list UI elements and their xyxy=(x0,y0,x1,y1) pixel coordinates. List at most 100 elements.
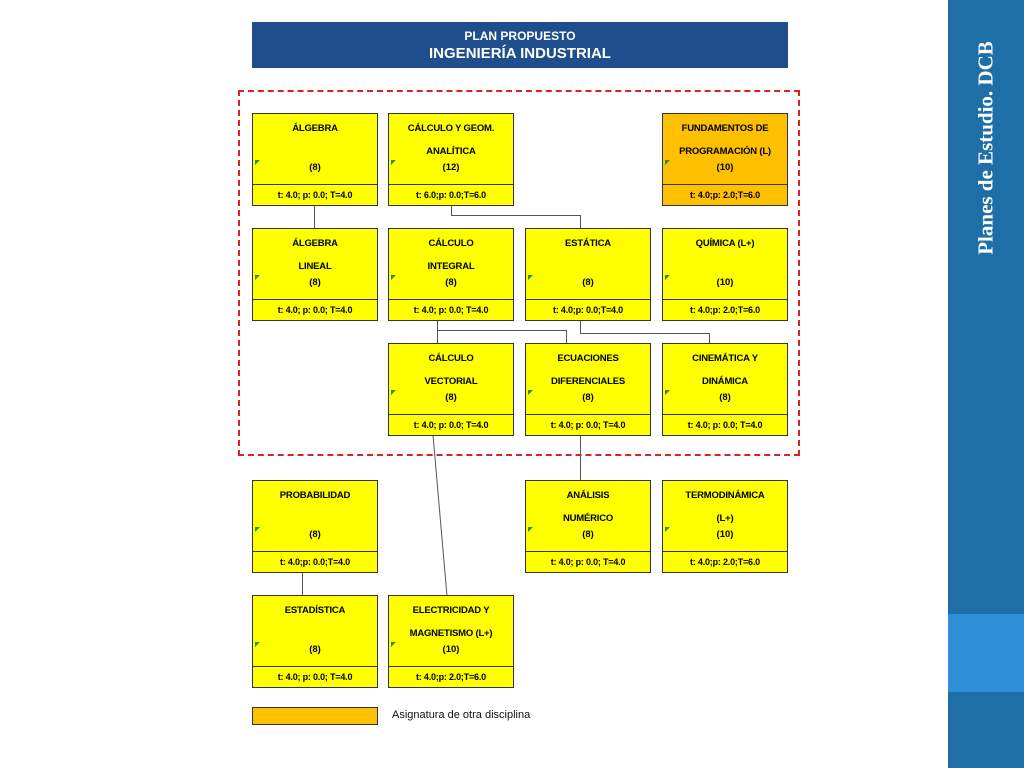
course-name: CÁLCULO xyxy=(428,238,474,249)
course-name: PROBABILIDAD xyxy=(279,490,351,501)
course-hours: t: 4.0; p: 0.0; T=4.0 xyxy=(253,299,377,320)
legend-label: Asignatura de otra disciplina xyxy=(392,709,531,721)
course-name: ANÁLISIS xyxy=(566,490,610,501)
corner-triangle-icon xyxy=(665,160,670,165)
course-credits: (8) xyxy=(445,392,457,403)
course-credits: (8) xyxy=(309,277,321,288)
course-name-line2: NUMÉRICO xyxy=(562,513,614,524)
course-hours: t: 4.0; p: 0.0; T=4.0 xyxy=(253,666,377,687)
course-name: ESTÁTICA xyxy=(565,238,611,249)
corner-triangle-icon xyxy=(391,275,396,280)
connector-ecuaciones-to-analisis xyxy=(580,435,581,481)
course-hours: t: 4.0;p: 0.0;T=4.0 xyxy=(526,299,650,320)
connector-diagonal-line xyxy=(432,435,448,596)
course-name-line2: DIFERENCIALES xyxy=(551,376,625,387)
course-credits: (12) xyxy=(442,162,460,173)
course-name: ÁLGEBRA xyxy=(292,238,338,249)
course-hours: t: 4.0;p: 0.0;T=4.0 xyxy=(253,551,377,572)
course-credits: (10) xyxy=(716,529,734,540)
course-credits: (8) xyxy=(309,644,321,655)
corner-triangle-icon xyxy=(391,390,396,395)
course-name: CÁLCULO Y GEOM. xyxy=(407,123,495,134)
course-algebra-lineal: ÁLGEBRA LINEAL (8) t: 4.0; p: 0.0; T=4.0 xyxy=(252,228,378,321)
course-name-line2: DINÁMICA xyxy=(702,376,748,387)
plan-subtitle: PLAN PROPUESTO xyxy=(464,29,576,43)
course-name: ELECTRICIDAD Y xyxy=(412,605,490,616)
course-name-line2: MAGNETISMO (L+) xyxy=(409,628,493,639)
core-block-dashed-border xyxy=(238,90,800,456)
connector-calculo-integral-down xyxy=(437,320,438,344)
corner-triangle-icon xyxy=(528,527,533,532)
corner-triangle-icon xyxy=(528,390,533,395)
course-estadistica: ESTADÍSTICA (8) t: 4.0; p: 0.0; T=4.0 xyxy=(252,595,378,688)
course-credits: (8) xyxy=(582,277,594,288)
sidebar-title: Planes de Estudio. DCB xyxy=(973,41,998,255)
corner-triangle-icon xyxy=(255,642,260,647)
course-name-line2: PROGRAMACIÓN (L) xyxy=(679,146,771,157)
course-hours: t: 4.0;p: 2.0;T=6.0 xyxy=(663,551,787,572)
course-analisis-numerico: ANÁLISIS NUMÉRICO (8) t: 4.0; p: 0.0; T=… xyxy=(525,480,651,573)
sidebar-accent-block xyxy=(948,614,1024,692)
course-calculo-geom: CÁLCULO Y GEOM. ANALÍTICA (12) t: 6.0;p:… xyxy=(388,113,514,206)
course-quimica: QUÍMICA (L+) (10) t: 4.0;p: 2.0;T=6.0 xyxy=(662,228,788,321)
course-name: FUNDAMENTOS DE xyxy=(681,123,769,134)
course-name-line2: VECTORIAL xyxy=(424,376,478,387)
course-credits: (10) xyxy=(442,644,460,655)
course-electricidad-magnetismo: ELECTRICIDAD Y MAGNETISMO (L+) (10) t: 4… xyxy=(388,595,514,688)
course-name: QUÍMICA (L+) xyxy=(695,238,755,249)
plan-header: PLAN PROPUESTO INGENIERÍA INDUSTRIAL xyxy=(252,22,788,68)
corner-triangle-icon xyxy=(665,527,670,532)
course-calculo-vectorial: CÁLCULO VECTORIAL (8) t: 4.0; p: 0.0; T=… xyxy=(388,343,514,436)
connector-to-estatica xyxy=(580,215,581,229)
course-name-line2: INTEGRAL xyxy=(427,261,475,272)
connector-estatica-down xyxy=(580,320,581,334)
sidebar: Planes de Estudio. DCB xyxy=(948,0,1024,768)
connector-vectorial-to-electricidad xyxy=(432,435,448,596)
course-credits: (8) xyxy=(719,392,731,403)
plan-title: INGENIERÍA INDUSTRIAL xyxy=(429,45,611,62)
course-hours: t: 4.0; p: 0.0; T=4.0 xyxy=(663,414,787,435)
corner-triangle-icon xyxy=(255,275,260,280)
course-credits: (8) xyxy=(445,277,457,288)
corner-triangle-icon xyxy=(391,160,396,165)
course-name: CÁLCULO xyxy=(428,353,474,364)
course-name-line2: LINEAL xyxy=(298,261,332,272)
course-credits: (8) xyxy=(582,392,594,403)
course-credits: (10) xyxy=(716,277,734,288)
course-hours: t: 4.0; p: 0.0; T=4.0 xyxy=(526,414,650,435)
course-hours: t: 4.0; p: 0.0; T=4.0 xyxy=(389,414,513,435)
course-hours: t: 4.0; p: 0.0; T=4.0 xyxy=(389,299,513,320)
connector-probabilidad-to-estadistica xyxy=(302,573,303,596)
course-hours: t: 4.0;p: 2.0;T=6.0 xyxy=(663,299,787,320)
course-name: ÁLGEBRA xyxy=(292,123,338,134)
connector-calculo-integral-horizontal xyxy=(437,330,567,331)
course-estatica: ESTÁTICA (8) t: 4.0;p: 0.0;T=4.0 xyxy=(525,228,651,321)
course-cinematica-dinamica: CINEMÁTICA Y DINÁMICA (8) t: 4.0; p: 0.0… xyxy=(662,343,788,436)
course-credits: (10) xyxy=(716,162,734,173)
course-termodinamica: TERMODINÁMICA (L+) (10) t: 4.0;p: 2.0;T=… xyxy=(662,480,788,573)
connector-to-ecuaciones xyxy=(566,330,567,344)
connector-estatica-horizontal xyxy=(580,333,710,334)
course-name: CINEMÁTICA Y xyxy=(692,353,758,364)
course-name: TERMODINÁMICA xyxy=(685,490,765,501)
course-ecuaciones-diferenciales: ECUACIONES DIFERENCIALES (8) t: 4.0; p: … xyxy=(525,343,651,436)
corner-triangle-icon xyxy=(255,527,260,532)
connector-algebra-to-algebra-lineal xyxy=(314,205,315,229)
corner-triangle-icon xyxy=(665,390,670,395)
legend-swatch xyxy=(252,707,378,725)
course-calculo-integral: CÁLCULO INTEGRAL (8) t: 4.0; p: 0.0; T=4… xyxy=(388,228,514,321)
connector-to-cinematica xyxy=(709,333,710,344)
corner-triangle-icon xyxy=(528,275,533,280)
connector-calculo-geom-down xyxy=(451,205,452,215)
course-hours: t: 4.0;p: 2.0;T=6.0 xyxy=(663,184,787,205)
course-name-line2: ANALÍTICA xyxy=(426,146,476,157)
course-hours: t: 6.0;p: 0.0;T=6.0 xyxy=(389,184,513,205)
course-fundamentos-programacion: FUNDAMENTOS DE PROGRAMACIÓN (L) (10) t: … xyxy=(662,113,788,206)
course-algebra: ÁLGEBRA (8) t: 4.0; p: 0.0; T=4.0 xyxy=(252,113,378,206)
course-name: ECUACIONES xyxy=(557,353,619,364)
course-hours: t: 4.0; p: 0.0; T=4.0 xyxy=(253,184,377,205)
course-hours: t: 4.0;p: 2.0;T=6.0 xyxy=(389,666,513,687)
course-credits: (8) xyxy=(309,529,321,540)
corner-triangle-icon xyxy=(255,160,260,165)
course-name: ESTADÍSTICA xyxy=(284,605,346,616)
